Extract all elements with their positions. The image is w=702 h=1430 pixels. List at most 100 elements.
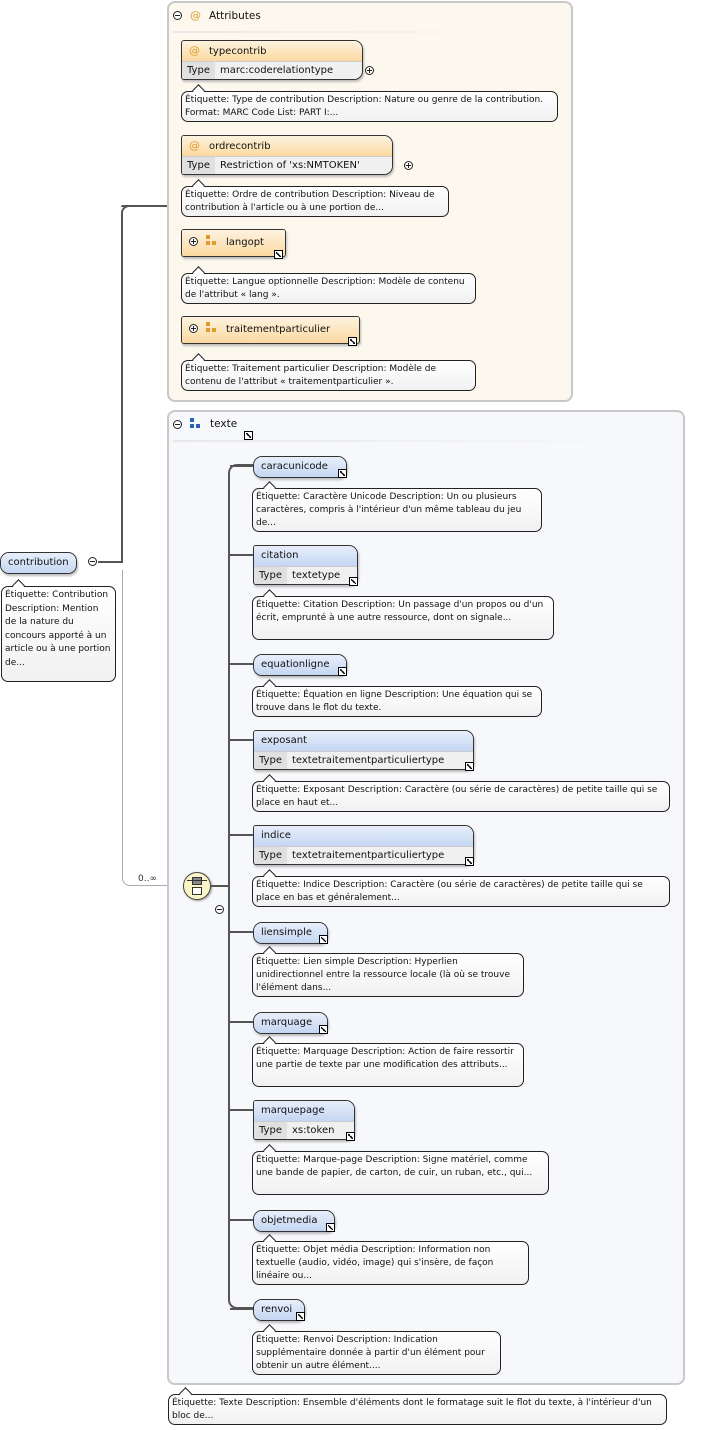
connector [230,465,253,467]
attribute-icon: @ [189,139,200,152]
expand-icon[interactable] [189,324,198,333]
expand-icon[interactable] [404,161,413,170]
attribute-annotation: Étiquette: Type de contribution Descript… [181,91,558,122]
connector [230,931,253,933]
connector [121,205,168,207]
element-name: exposant [254,731,473,751]
expand-icon[interactable] [189,237,198,246]
collapse-icon[interactable] [88,557,97,566]
occurrence-label: 0..∞ [138,874,157,884]
element-name: marquepage [254,1101,354,1121]
connector [230,663,253,665]
connector [230,1308,253,1310]
type-label: Type [182,157,215,174]
root-annotation: Étiquette: Contribution Description: Men… [1,586,116,682]
attribute-annotation: Étiquette: Traitement particulier Descri… [181,360,476,391]
element-annotation: Étiquette: Objet média Description: Info… [252,1241,529,1285]
element-caracunicode[interactable]: caracunicode [253,456,347,478]
reference-arrow-icon[interactable] [349,577,358,586]
element-annotation: Étiquette: Caractère Unicode Description… [252,488,542,532]
attribute-icon: @ [190,9,201,22]
collapse-icon[interactable] [173,11,182,20]
collapse-icon[interactable] [215,905,224,914]
texte-title: texte [210,418,238,430]
reference-arrow-icon[interactable] [274,250,283,259]
reference-arrow-icon[interactable] [319,935,328,944]
connector [210,885,230,887]
reference-arrow-icon[interactable] [465,857,474,866]
reference-arrow-icon[interactable] [319,1025,328,1034]
element-marquage[interactable]: marquage [253,1012,328,1034]
attributes-title: Attributes [209,9,261,22]
attribute-icon: @ [189,44,200,57]
reference-arrow-icon[interactable] [244,431,253,440]
attribute-annotation: Étiquette: Langue optionnelle Descriptio… [181,273,476,304]
connector [230,739,253,741]
type-value: marc:coderelationtype [214,62,362,79]
attribute-name: typecontrib [209,46,267,57]
connector [230,554,253,556]
connector [121,212,123,563]
element-name: liensimple [254,923,327,943]
element-equationligne[interactable]: equationligne [253,654,347,676]
type-value: xs:token [286,1122,354,1139]
connector [98,561,122,563]
type-label: Type [254,567,287,584]
texte-annotation: Étiquette: Texte Description: Ensemble d… [168,1394,667,1425]
reference-arrow-icon[interactable] [338,667,347,676]
type-label: Type [182,62,215,79]
element-name: contribution [1,553,76,573]
type-value: textetraitementparticuliertype [286,752,473,769]
element-objetmedia[interactable]: objetmedia [253,1210,335,1232]
element-annotation: Étiquette: Citation Description: Un pass… [252,596,554,640]
root-element-contribution[interactable]: contribution [0,552,77,574]
collapse-icon[interactable] [173,419,182,429]
attribute-3[interactable]: langopt [181,229,286,257]
connector [230,1021,253,1023]
connector [230,834,253,836]
reference-arrow-icon[interactable] [326,1223,335,1232]
element-annotation: Étiquette: Lien simple Description: Hype… [252,953,524,997]
element-annotation: Étiquette: Renvoi Description: Indicatio… [252,1331,501,1375]
reference-arrow-icon[interactable] [346,1132,355,1141]
type-value: textetype [286,567,357,584]
element-name: caracunicode [254,457,346,477]
connector [230,1219,253,1221]
sequence-compositor-icon[interactable] [183,872,211,900]
attribute-name: ordrecontrib [209,141,271,152]
element-annotation: Étiquette: Marque-page Description: Sign… [252,1151,549,1195]
type-label: Type [254,1122,287,1139]
reference-arrow-icon[interactable] [338,469,347,478]
element-annotation: Étiquette: Équation en ligne Description… [252,686,542,717]
attribute-group-icon [206,322,218,334]
attribute-4[interactable]: traitementparticulier [181,316,360,344]
type-value: textetraitementparticuliertype [286,847,473,864]
type-value: Restriction of 'xs:NMTOKEN' [214,157,392,174]
reference-arrow-icon[interactable] [296,1312,305,1321]
reference-arrow-icon[interactable] [348,337,357,346]
element-name: citation [254,546,357,566]
element-name: indice [254,826,473,846]
element-annotation: Étiquette: Exposant Description: Caractè… [252,781,670,812]
element-liensimple[interactable]: liensimple [253,922,328,944]
reference-arrow-icon[interactable] [465,762,474,771]
element-renvoi[interactable]: renvoi [253,1299,305,1321]
connector [121,205,135,215]
attribute-annotation: Étiquette: Ordre de contribution Descrip… [181,186,449,217]
expand-icon[interactable] [365,66,374,75]
element-name: renvoi [254,1300,304,1320]
type-label: Type [254,752,287,769]
element-annotation: Étiquette: Indice Description: Caractère… [252,876,670,907]
element-name: equationligne [254,655,346,675]
element-name: marquage [254,1013,327,1033]
attribute-group-name: traitementparticulier [226,324,331,335]
connector [122,570,184,886]
element-annotation: Étiquette: Marquage Description: Action … [252,1043,524,1087]
attribute-group-icon [206,235,218,247]
